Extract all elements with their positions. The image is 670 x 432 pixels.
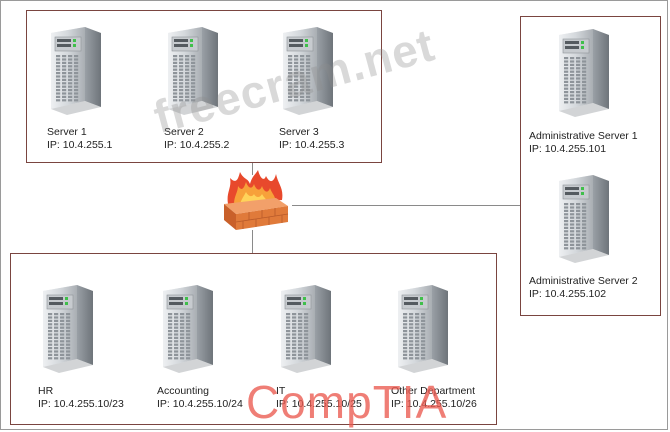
comptia-logo: CompTIA [246, 376, 448, 428]
server-name: IT [276, 385, 286, 397]
server-name: Server 3 [279, 126, 319, 138]
server-name: Other Department [391, 385, 476, 397]
server-tower-icon [39, 281, 95, 373]
server-ip: IP: 10.4.255.10/24 [157, 398, 243, 410]
server-group-admin: Administrative Server 1 IP: 10.4.255.101… [520, 16, 661, 316]
server-label: Administrative Server 1 IP: 10.4.255.101 [529, 130, 638, 156]
server-tower-icon [159, 281, 215, 373]
server-label: Accounting IP: 10.4.255.10/24 [157, 385, 243, 411]
server-ip: IP: 10.4.255.1 [47, 139, 113, 151]
server-ip: IP: 10.4.255.3 [279, 139, 345, 151]
server-name: HR [38, 385, 54, 397]
server-ip: IP: 10.4.255.10/25 [276, 398, 362, 410]
server-tower-icon [555, 171, 611, 263]
server-tower-icon [47, 23, 103, 115]
firewall-icon [216, 170, 294, 232]
server-label: Administrative Server 2 IP: 10.4.255.102 [529, 275, 638, 301]
server-ip: IP: 10.4.255.102 [529, 288, 607, 300]
server-name: Server 2 [164, 126, 204, 138]
server-group-departments: HR IP: 10.4.255.10/23 Accounting IP: 10.… [10, 253, 497, 425]
server-ip: IP: 10.4.255.2 [164, 139, 230, 151]
server-group-top: Server 1 IP: 10.4.255.1 Server 2 IP: 10.… [26, 10, 382, 163]
server-tower-icon [164, 23, 220, 115]
server-label: HR IP: 10.4.255.10/23 [38, 385, 124, 411]
server-name: Accounting [157, 385, 209, 397]
server-ip: IP: 10.4.255.10/26 [391, 398, 477, 410]
server-ip: IP: 10.4.255.101 [529, 143, 607, 155]
server-label: Server 1 IP: 10.4.255.1 [47, 126, 112, 152]
server-name: Administrative Server 2 [529, 275, 638, 287]
server-tower-icon [279, 23, 335, 115]
server-label: Other Department IP: 10.4.255.10/26 [391, 385, 477, 411]
link-firewall-admin [292, 205, 520, 206]
link-firewall-bottom [252, 230, 253, 253]
server-label: Server 3 IP: 10.4.255.3 [279, 126, 344, 152]
server-ip: IP: 10.4.255.10/23 [38, 398, 124, 410]
server-tower-icon [394, 281, 450, 373]
server-name: Administrative Server 1 [529, 130, 638, 142]
server-label: IT IP: 10.4.255.10/25 [276, 385, 362, 411]
link-firewall-top [252, 163, 253, 175]
server-label: Server 2 IP: 10.4.255.2 [164, 126, 229, 152]
server-tower-icon [277, 281, 333, 373]
server-name: Server 1 [47, 126, 87, 138]
server-tower-icon [555, 25, 611, 117]
